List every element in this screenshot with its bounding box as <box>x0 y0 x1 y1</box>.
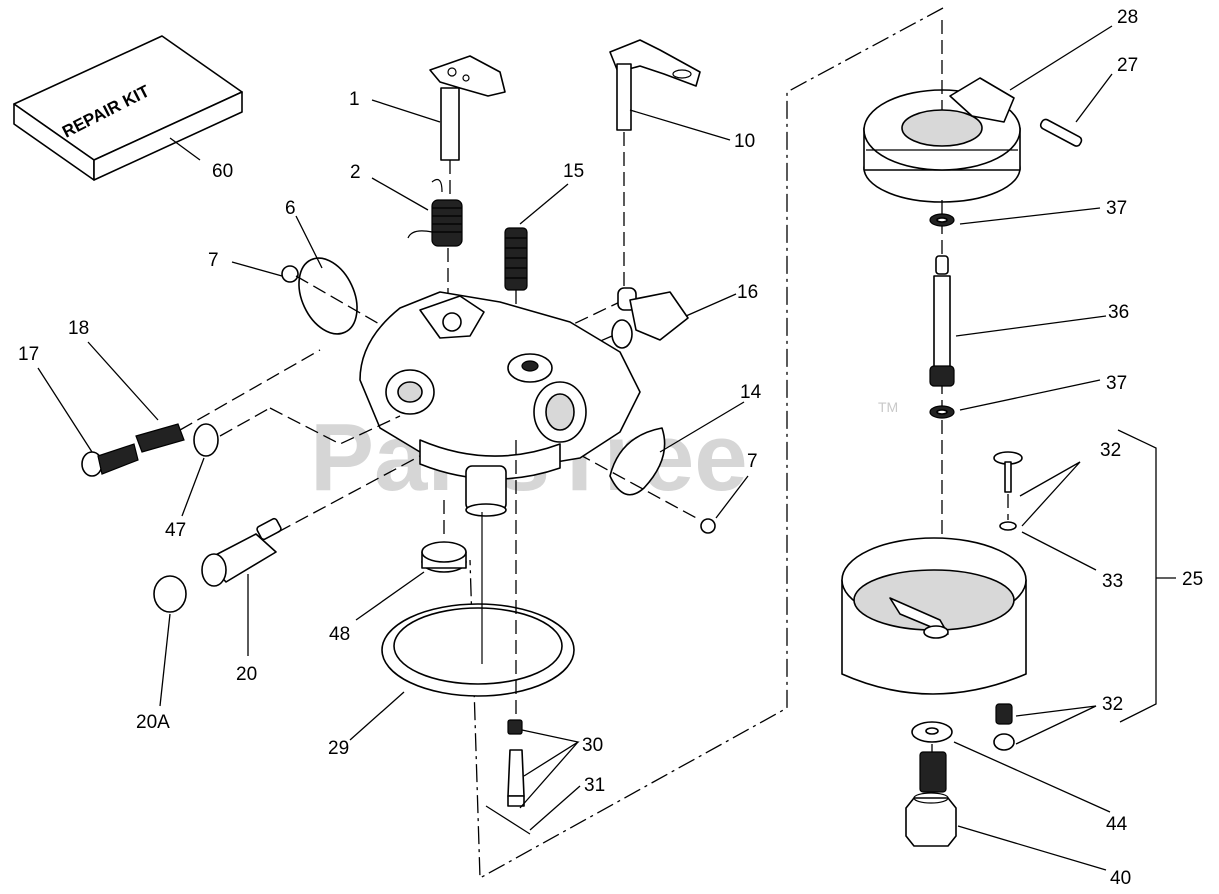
float-part <box>863 20 1083 203</box>
callout-32-upper: 32 <box>1100 440 1121 461</box>
callout-47: 47 <box>165 520 186 541</box>
callout-33: 33 <box>1102 571 1123 592</box>
callout-25: 25 <box>1182 569 1203 590</box>
leader-lines <box>37 25 1176 871</box>
callout-18: 18 <box>68 318 89 339</box>
mixture-screw-part <box>81 349 321 477</box>
callout-16: 16 <box>737 282 758 303</box>
callout-29: 29 <box>328 738 349 759</box>
callout-17: 17 <box>18 344 39 365</box>
plug-part <box>421 500 467 573</box>
callout-36: 36 <box>1108 302 1129 323</box>
callout-30: 30 <box>582 735 603 756</box>
main-jet-part <box>153 455 421 613</box>
choke-shaft-part <box>539 39 701 341</box>
callout-60: 60 <box>212 161 233 182</box>
callout-48: 48 <box>329 624 350 645</box>
callout-20: 20 <box>236 664 257 685</box>
idle-spring-part <box>504 227 528 330</box>
callout-6: 6 <box>285 198 296 219</box>
carburetor-body-part <box>359 291 641 517</box>
group-bracket-25 <box>1117 429 1157 723</box>
callout-31: 31 <box>584 775 605 796</box>
throttle-shaft-part <box>429 55 506 200</box>
callout-14: 14 <box>740 382 762 403</box>
callout-10: 10 <box>734 131 755 152</box>
callout-1: 1 <box>349 89 360 110</box>
watermark-trademark: TM <box>878 399 898 415</box>
callout-7-lower: 7 <box>747 451 758 472</box>
inlet-valve-part <box>929 200 955 620</box>
section-divider <box>469 7 944 880</box>
needle-part <box>485 440 531 835</box>
callout-40: 40 <box>1110 868 1131 889</box>
gasket-ring-part <box>381 512 575 697</box>
choke-plate-part <box>281 257 401 337</box>
callout-2: 2 <box>350 162 361 183</box>
callout-labels: 1 2 6 7 15 10 16 18 17 14 7 47 48 20 20A… <box>18 7 1203 889</box>
callout-27: 27 <box>1117 55 1138 76</box>
callout-15: 15 <box>563 161 584 182</box>
callout-20a: 20A <box>136 712 170 733</box>
callout-44: 44 <box>1106 814 1128 835</box>
callout-37-lower: 37 <box>1106 373 1127 394</box>
callout-32-lower: 32 <box>1102 694 1123 715</box>
callout-37-upper: 37 <box>1106 198 1127 219</box>
repair-kit: REPAIR KIT <box>13 35 243 181</box>
callout-28: 28 <box>1117 7 1138 28</box>
float-bowl-part <box>841 451 1027 751</box>
seal-part <box>193 407 401 457</box>
fuel-inlet-part <box>574 287 689 353</box>
callout-7-upper: 7 <box>208 250 219 271</box>
throttle-spring-part <box>407 179 463 300</box>
bowl-nut-part <box>905 721 957 847</box>
